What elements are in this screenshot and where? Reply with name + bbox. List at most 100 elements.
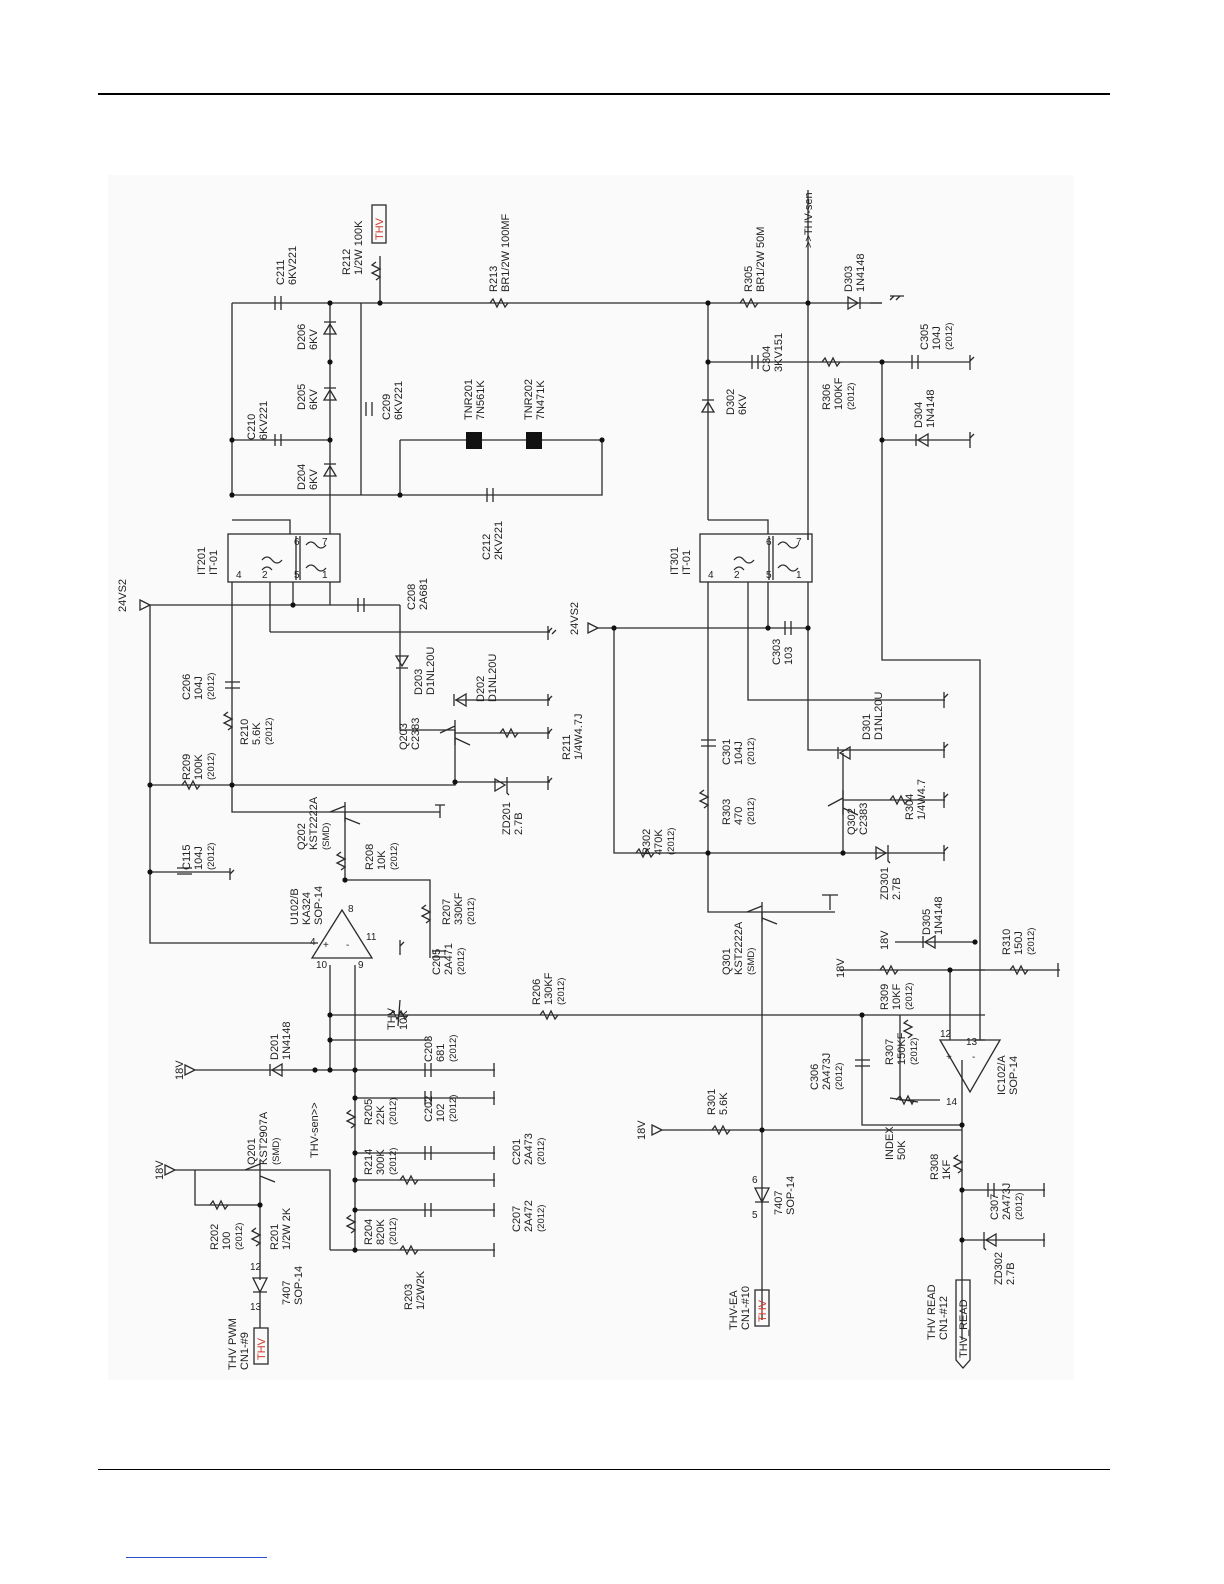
- label-r302-note: (2012): [666, 828, 677, 855]
- junction: [452, 779, 458, 785]
- label-r307-note: (2012): [909, 1038, 920, 1065]
- label-d206-ref: D206: [296, 324, 308, 350]
- label-r201-ref: R201: [269, 1224, 281, 1250]
- thv-tag-text-ea-label: THV: [757, 1299, 769, 1322]
- label-c207-note: (2012): [536, 1205, 547, 1232]
- junction: [229, 782, 235, 788]
- power-arrow: [139, 598, 152, 612]
- label-c206-note: (2012): [206, 673, 217, 700]
- thv-tag-text-pwm: THV: [256, 1337, 268, 1360]
- junctions: [147, 300, 978, 1253]
- pin-buffer-a-13: 13: [250, 1302, 262, 1313]
- label-u102b-pkg: SOP-14: [313, 886, 325, 925]
- label-r309-value: 10KF: [891, 983, 903, 1010]
- transistor-symbol: [439, 720, 471, 746]
- label-c209-ref: C209: [381, 394, 393, 420]
- pin-u102b-9: 9: [358, 960, 364, 971]
- label-r202-value: 100: [221, 1232, 233, 1250]
- coil-symbol: [261, 556, 283, 571]
- net-18v-b: 18V: [154, 1160, 166, 1180]
- capacitor-symbol: [486, 488, 494, 502]
- label-r210-value: 5.6K: [251, 722, 263, 745]
- diode-symbol: [922, 934, 936, 950]
- zener-symbol: [875, 845, 891, 864]
- transistor-symbol: [746, 902, 778, 925]
- label-d205-value: 6KV: [308, 389, 320, 410]
- capacitor-symbol: [177, 867, 192, 875]
- label-vr201-name: THV: [386, 1007, 398, 1030]
- diode-symbol: [322, 463, 338, 477]
- junction: [147, 869, 153, 875]
- label-q201-value: KST2907A: [258, 1111, 270, 1165]
- label-r201-value: 1/2W 2K: [281, 1207, 293, 1250]
- label-d203-ref: D203: [413, 669, 425, 695]
- pin-buffer-b-6: 6: [752, 1175, 758, 1186]
- pin-it201-7: 7: [322, 537, 328, 548]
- label-r304-ref: R304: [904, 794, 916, 820]
- capacitor-symbol: [274, 434, 282, 446]
- diode-symbol: [269, 1062, 283, 1078]
- label-r304-value: 1/4W4.7: [916, 779, 928, 820]
- label-index-value: 50K: [896, 1140, 908, 1160]
- label-it201-value: IT-01: [208, 550, 220, 575]
- footer-link-underline[interactable]: [126, 1557, 267, 1558]
- label-r302-ref: R302: [641, 829, 653, 855]
- thv-read-tag-text: THV_READ: [958, 1299, 970, 1358]
- label-r210-ref: R210: [239, 719, 251, 745]
- label-c208-value: 2A681: [418, 578, 430, 610]
- label-q302-ref: Q302: [846, 808, 858, 835]
- wiring: [149, 190, 1060, 1340]
- resistor-symbol: [370, 261, 382, 281]
- junction: [972, 939, 978, 945]
- label-c205-note: (2012): [456, 948, 467, 975]
- label-c306-value: 2A473J: [821, 1053, 833, 1090]
- net-18v-e: 18V: [835, 958, 847, 978]
- junction: [397, 492, 403, 498]
- coil-symbol: [305, 541, 327, 572]
- resistor-symbol: [739, 297, 759, 309]
- label-q301-note: (SMD): [746, 948, 757, 975]
- pin-it301-5: 5: [766, 570, 772, 581]
- junction: [229, 437, 235, 443]
- net-thv-sen-top: >>THV-sen: [803, 192, 815, 248]
- diode-symbol: [847, 295, 861, 311]
- capacitor-symbol: [987, 1183, 995, 1197]
- capacitor-symbol: [701, 739, 716, 747]
- power-arrow: [587, 621, 600, 635]
- pin-u102b-plus: +: [323, 940, 329, 951]
- label-it201-ref: IT201: [196, 547, 208, 575]
- opamp-symbol: [938, 1039, 1002, 1094]
- label-q201-ref: Q201: [246, 1138, 258, 1165]
- pin-numbers: 4 2 5 1 6 7 4 2 5 1 6 7 8 4 + - 11 10 9 …: [236, 537, 978, 1313]
- label-c202-value: 102: [435, 1104, 447, 1122]
- resistor-symbol: [209, 1199, 229, 1211]
- resistor-symbol: [902, 1019, 914, 1039]
- label-r310-note: (2012): [1026, 928, 1037, 955]
- net-cn-read: CN1-#12: [938, 1296, 950, 1340]
- label-c201-ref: C201: [511, 1139, 523, 1165]
- resistor-symbol: [635, 847, 655, 859]
- label-r209-note: (2012): [206, 753, 217, 780]
- pin-it301-1: 1: [796, 570, 802, 581]
- junction: [947, 967, 953, 973]
- label-r214-value: 300K: [375, 1149, 387, 1175]
- label-index-ref: INDEX: [884, 1126, 896, 1160]
- label-r212-ref: R212: [341, 249, 353, 275]
- junction: [290, 602, 296, 608]
- resistor-symbol: [889, 794, 909, 806]
- label-q202-note: (SMD): [321, 823, 332, 850]
- label-r204-value: 820K: [375, 1219, 387, 1245]
- label-c305-ref: C305: [919, 324, 931, 350]
- capacitor-symbol: [432, 950, 446, 958]
- label-c306-ref: C306: [809, 1064, 821, 1090]
- junction: [705, 300, 711, 306]
- label-c205-ref: C205: [431, 949, 443, 975]
- junction: [959, 1187, 965, 1193]
- label-d301-ref: D301: [861, 714, 873, 740]
- label-r303-value: 470: [733, 807, 745, 825]
- label-r202-ref: R202: [209, 1224, 221, 1250]
- label-u102b-value: KA324: [301, 892, 313, 925]
- label-c201-note: (2012): [536, 1138, 547, 1165]
- junction: [352, 1177, 358, 1183]
